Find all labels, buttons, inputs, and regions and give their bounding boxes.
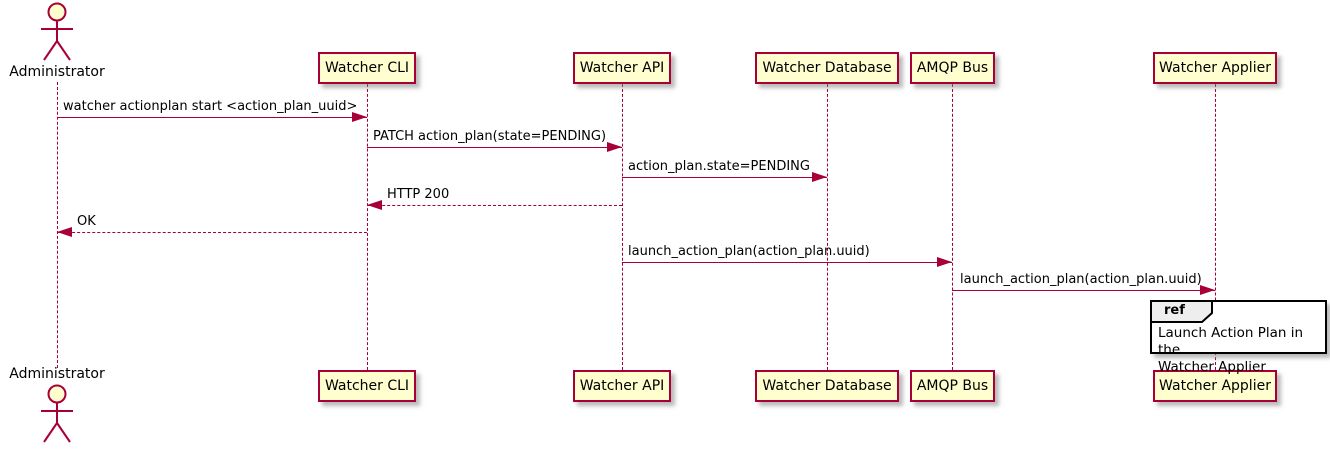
arrowhead-icon bbox=[607, 142, 622, 152]
actor-label-top: Administrator bbox=[9, 64, 105, 80]
lifeline-watcher-api bbox=[622, 84, 623, 370]
arrowhead-icon bbox=[57, 227, 72, 237]
actor-label-bottom: Administrator bbox=[9, 366, 105, 382]
ref-fragment-text: Launch Action Plan in the Watcher Applie… bbox=[1158, 325, 1304, 375]
actor-administrator-icon bbox=[37, 2, 77, 68]
participant-watcher-applier-bottom: Watcher Applier bbox=[1153, 370, 1277, 402]
participant-watcher-cli-top: Watcher CLI bbox=[318, 52, 416, 84]
message-line bbox=[57, 117, 367, 118]
message-line bbox=[367, 205, 622, 206]
ref-tag-pentagon-icon bbox=[1150, 300, 1213, 323]
message-label: watcher actionplan start <action_plan_uu… bbox=[63, 99, 358, 114]
participant-amqp-bus-top: AMQP Bus bbox=[910, 52, 995, 84]
participant-amqp-bus-bottom: AMQP Bus bbox=[910, 370, 995, 402]
message-label: OK bbox=[77, 214, 96, 229]
participant-watcher-cli-bottom: Watcher CLI bbox=[318, 370, 416, 402]
message-line bbox=[622, 262, 952, 263]
participant-watcher-api-bottom: Watcher API bbox=[573, 370, 671, 402]
lifeline-administrator bbox=[57, 82, 58, 368]
arrowhead-icon bbox=[812, 172, 827, 182]
message-line bbox=[622, 177, 827, 178]
message-label: launch_action_plan(action_plan.uuid) bbox=[960, 272, 1202, 287]
participant-watcher-database-top: Watcher Database bbox=[755, 52, 899, 84]
lifeline-watcher-database bbox=[827, 84, 828, 370]
lifeline-watcher-cli bbox=[367, 84, 368, 370]
actor-administrator-icon-bottom bbox=[37, 384, 77, 450]
message-label: launch_action_plan(action_plan.uuid) bbox=[628, 244, 870, 259]
participant-watcher-api-top: Watcher API bbox=[573, 52, 671, 84]
message-line bbox=[952, 290, 1215, 291]
ref-tag-label: ref bbox=[1164, 303, 1185, 318]
ref-fragment: ref Launch Action Plan in the Watcher Ap… bbox=[1150, 300, 1327, 375]
participant-watcher-applier-top: Watcher Applier bbox=[1153, 52, 1277, 84]
lifeline-amqp-bus bbox=[952, 84, 953, 370]
participant-watcher-database-bottom: Watcher Database bbox=[755, 370, 899, 402]
lifeline-watcher-applier bbox=[1215, 84, 1216, 370]
message-label: PATCH action_plan(state=PENDING) bbox=[373, 129, 607, 144]
message-label: action_plan.state=PENDING bbox=[628, 159, 810, 174]
arrowhead-icon bbox=[937, 257, 952, 267]
message-line bbox=[367, 147, 622, 148]
arrowhead-icon bbox=[352, 112, 367, 122]
message-label: HTTP 200 bbox=[387, 187, 450, 202]
arrowhead-icon bbox=[1200, 285, 1215, 295]
message-line bbox=[57, 232, 367, 233]
arrowhead-icon bbox=[367, 200, 382, 210]
